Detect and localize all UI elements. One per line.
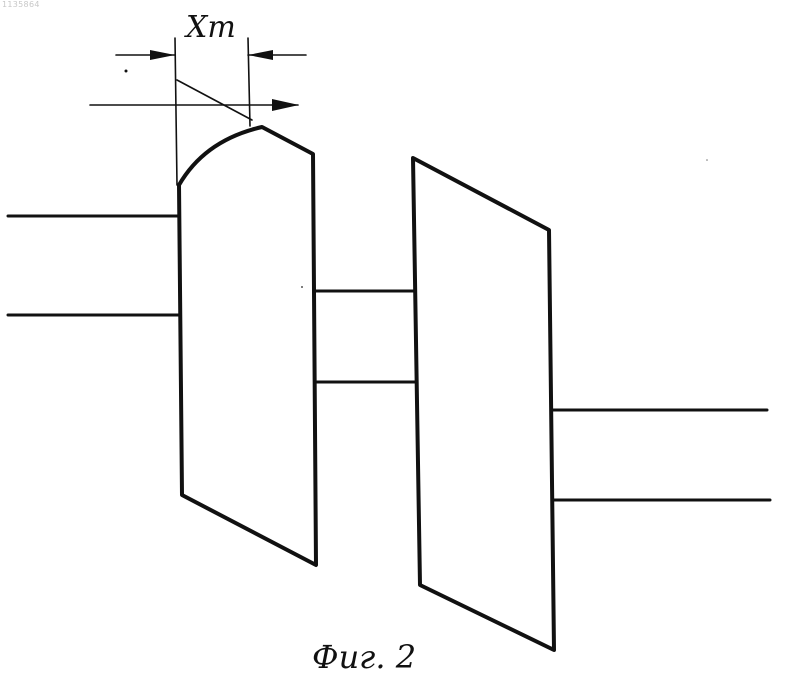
right-shaft: [552, 410, 770, 500]
reference-arrow: [272, 99, 299, 111]
extension-line-left: [175, 38, 177, 185]
dimension-arrow-right: [248, 50, 273, 60]
left-disc: [179, 127, 316, 565]
middle-shaft: [315, 291, 415, 382]
dimension-label: Xm: [184, 10, 236, 45]
speck-mark: [125, 70, 128, 73]
dimension-arrow-left: [150, 50, 175, 60]
left-shaft: [8, 216, 179, 315]
diagonal-construction-line: [177, 80, 252, 120]
stray-dot-2: [706, 159, 708, 161]
figure-caption: Фиг. 2: [312, 638, 416, 676]
stray-dot: [301, 286, 303, 288]
right-disc: [413, 158, 554, 650]
extension-line-right: [248, 38, 250, 126]
